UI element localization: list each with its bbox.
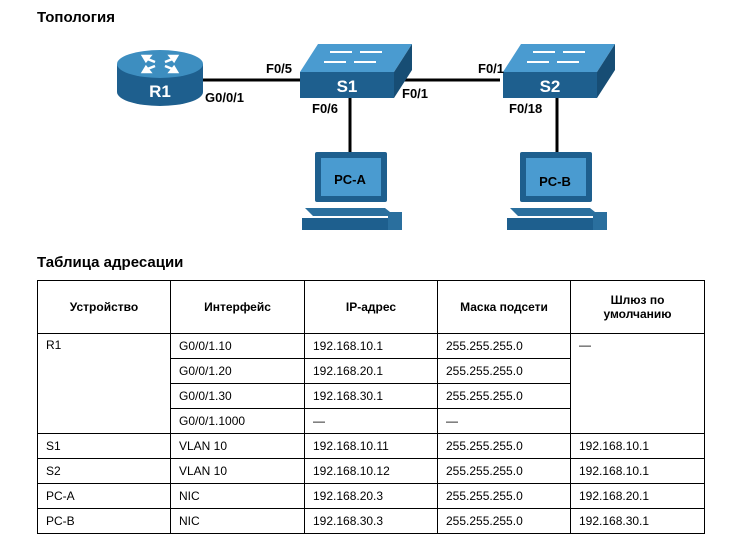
topology-title: Топология bbox=[37, 9, 115, 26]
cell-gateway: 192.168.10.1 bbox=[570, 433, 705, 459]
cell-interface: G0/0/1.30 bbox=[170, 383, 305, 409]
pc-b-icon: PC-B bbox=[507, 152, 607, 230]
pca-label: PC-A bbox=[334, 172, 366, 187]
header-device: Устройство bbox=[37, 280, 171, 334]
header-gateway: Шлюз по умолчанию bbox=[570, 280, 705, 334]
table-row: G0/0/1.30 192.168.30.1 255.255.255.0 bbox=[38, 383, 705, 409]
cell-mask: 255.255.255.0 bbox=[437, 433, 571, 459]
table-row: G0/0/1.1000 — — bbox=[38, 408, 705, 434]
cell-mask: 255.255.255.0 bbox=[437, 458, 571, 484]
port-r1-g001: G0/0/1 bbox=[205, 90, 244, 105]
cell-device: PC-B bbox=[37, 508, 171, 534]
table-row: PC-B NIC 192.168.30.3 255.255.255.0 192.… bbox=[37, 508, 705, 534]
r1-label: R1 bbox=[149, 82, 171, 101]
pcb-label: PC-B bbox=[539, 174, 571, 189]
cell-gateway: 192.168.30.1 bbox=[570, 508, 705, 534]
cell-mask: 255.255.255.0 bbox=[437, 483, 571, 509]
cell-ip: 192.168.10.1 bbox=[304, 333, 438, 359]
port-s2-f01: F0/1 bbox=[478, 61, 504, 76]
table-header-row: Устройство Интерфейс IP-адрес Маска подс… bbox=[37, 280, 705, 334]
port-s1-f05: F0/5 bbox=[266, 61, 292, 76]
s1-label: S1 bbox=[337, 77, 358, 96]
s2-label: S2 bbox=[540, 77, 561, 96]
cell-interface: G0/0/1.1000 bbox=[170, 408, 305, 434]
table-row: G0/0/1.20 192.168.20.1 255.255.255.0 bbox=[38, 358, 705, 384]
cell-device: S1 bbox=[37, 433, 171, 459]
pc-a-icon: PC-A bbox=[302, 152, 402, 230]
table-row: S1 VLAN 10 192.168.10.11 255.255.255.0 1… bbox=[37, 433, 705, 459]
cell-ip: 192.168.10.11 bbox=[304, 433, 438, 459]
cell-mask: 255.255.255.0 bbox=[437, 333, 571, 359]
cell-gateway: 192.168.20.1 bbox=[570, 483, 705, 509]
router-r1-icon: R1 bbox=[117, 50, 203, 106]
cell-ip: 192.168.20.3 bbox=[304, 483, 438, 509]
cell-ip: 192.168.30.3 bbox=[304, 508, 438, 534]
cell-device: S2 bbox=[37, 458, 171, 484]
cell-gateway: 192.168.10.1 bbox=[570, 458, 705, 484]
table-row: R1 G0/0/1.10 192.168.10.1 255.255.255.0 … bbox=[37, 333, 705, 434]
cell-mask: 255.255.255.0 bbox=[437, 383, 571, 409]
cell-ip: 192.168.20.1 bbox=[304, 358, 438, 384]
cell-interface: G0/0/1.10 bbox=[170, 333, 305, 359]
cell-gateway: — bbox=[570, 333, 705, 434]
cell-ip: 192.168.30.1 bbox=[304, 383, 438, 409]
cell-interface: NIC bbox=[170, 483, 305, 509]
addressing-table-title: Таблица адресации bbox=[37, 254, 184, 271]
cell-mask: 255.255.255.0 bbox=[437, 508, 571, 534]
header-mask: Маска подсети bbox=[437, 280, 571, 334]
table-row: S2 VLAN 10 192.168.10.12 255.255.255.0 1… bbox=[37, 458, 705, 484]
switch-s2-icon: S2 bbox=[503, 44, 615, 98]
cell-interface: G0/0/1.20 bbox=[170, 358, 305, 384]
cell-ip: — bbox=[304, 408, 438, 434]
header-ip: IP-адрес bbox=[304, 280, 438, 334]
cell-ip: 192.168.10.12 bbox=[304, 458, 438, 484]
cell-interface: NIC bbox=[170, 508, 305, 534]
cell-mask: — bbox=[437, 408, 571, 434]
cell-device: R1 bbox=[37, 333, 171, 434]
cell-interface: VLAN 10 bbox=[170, 458, 305, 484]
port-s1-f06: F0/6 bbox=[312, 101, 338, 116]
topology-diagram: R1 S1 S2 PC-A PC bbox=[117, 44, 615, 230]
cell-interface: VLAN 10 bbox=[170, 433, 305, 459]
cell-mask: 255.255.255.0 bbox=[437, 358, 571, 384]
port-s2-f018: F0/18 bbox=[509, 101, 542, 116]
addressing-table: Устройство Интерфейс IP-адрес Маска подс… bbox=[37, 280, 705, 534]
table-row: PC-A NIC 192.168.20.3 255.255.255.0 192.… bbox=[37, 483, 705, 509]
port-s1-f01: F0/1 bbox=[402, 86, 428, 101]
switch-s1-icon: S1 bbox=[300, 44, 412, 98]
cell-device: PC-A bbox=[37, 483, 171, 509]
header-interface: Интерфейс bbox=[170, 280, 305, 334]
